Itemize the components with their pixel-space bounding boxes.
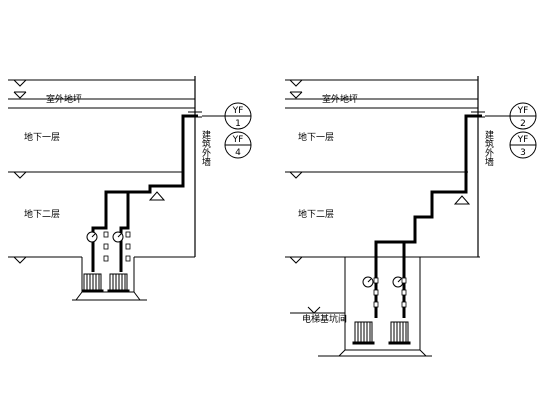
left-diagram <box>8 76 252 301</box>
left-discharge-branch <box>119 192 130 272</box>
left-pump-2 <box>107 273 130 293</box>
right-floor-lines <box>285 79 480 258</box>
left-tag-b-top: YF <box>232 135 244 145</box>
right-diagram <box>285 76 537 357</box>
right-outdoor-ground-label: 室外地坪 <box>322 93 358 105</box>
right-pipe-support <box>453 195 471 205</box>
left-discharge-pipe <box>91 114 198 272</box>
left-outdoor-ground-label: 室外地坪 <box>46 93 82 105</box>
left-tag-a-num: 1 <box>235 119 241 129</box>
left-floor-b2-label: 地下二层 <box>24 208 60 220</box>
left-pump-1 <box>81 273 104 293</box>
right-pressure-gauge-2 <box>392 276 404 288</box>
left-tag-b-num: 4 <box>235 148 241 158</box>
left-level-markers <box>13 79 27 264</box>
right-tag-b-num: 3 <box>520 148 526 158</box>
right-pit-room-label: 电梯基坑间 <box>302 313 347 325</box>
left-callout-tag-b <box>224 131 252 159</box>
right-tag-b-top: YF <box>517 135 529 145</box>
left-callout-tag-a <box>202 102 252 130</box>
right-pump-2 <box>388 321 411 345</box>
right-tag-a-top: YF <box>517 106 529 116</box>
left-tag-a-top: YF <box>232 106 244 116</box>
right-pump-1 <box>352 321 375 345</box>
right-tag-a-num: 2 <box>520 119 526 129</box>
right-pit-room <box>290 257 432 357</box>
left-floor-lines <box>8 79 195 258</box>
right-valves <box>373 277 407 308</box>
right-outer-wall-label: 建筑外墙 <box>483 129 494 167</box>
left-pipe-support <box>148 191 166 201</box>
right-callout-tag-b <box>509 131 537 159</box>
right-level-markers <box>289 79 321 314</box>
left-floor-b1-label: 地下一层 <box>24 131 60 143</box>
left-valves <box>103 231 131 262</box>
right-discharge-pipe <box>374 114 482 318</box>
left-pressure-gauge-1 <box>86 231 98 243</box>
right-floor-b1-label: 地下一层 <box>298 131 334 143</box>
right-callout-tag-a <box>485 102 537 130</box>
right-pressure-gauge-1 <box>362 276 374 288</box>
left-outer-wall-label: 建筑外墙 <box>200 129 211 167</box>
right-floor-b2-label: 地下二层 <box>298 208 334 220</box>
left-pressure-gauge-2 <box>112 231 124 243</box>
